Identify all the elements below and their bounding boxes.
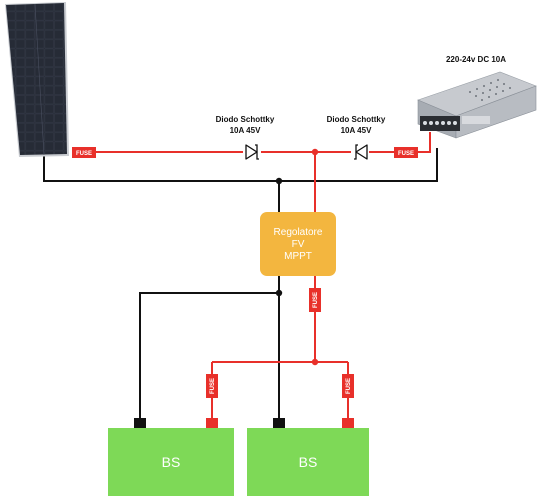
junction-dot [311,358,319,366]
junction-dot [275,177,283,185]
battery-1-positive-terminal [206,418,218,428]
power-supply: 220-24v DC 10A [417,55,537,139]
positive-wiring [72,132,431,420]
panel-negative-wire [43,148,438,182]
battery-2-label: BS [299,454,318,470]
psu-positive-wire [418,132,431,153]
diode-2-label-line2: 10A 45V [341,126,373,135]
battery1-negative-wire [139,292,279,420]
fuse-regulator-label: FUSE [313,292,319,308]
junction-dot [275,289,283,297]
fuse-power-supply: FUSE [394,147,418,158]
battery-2-negative-terminal [273,418,285,428]
fuse-panel-label: FUSE [76,151,92,157]
regulator-line2: FV [292,239,305,250]
schottky-diode-1: Diodo Schottky 10A 45V [216,115,275,160]
battery-2-positive-terminal [342,418,354,428]
regulator-line3: MPPT [284,251,312,262]
fuse-battery-1-label: FUSE [210,378,216,394]
diode-1-label-line2: 10A 45V [230,126,262,135]
battery-1: BS [108,418,234,496]
diode-2-label-line1: Diodo Schottky [327,115,386,124]
battery-1-label: BS [162,454,181,470]
fuse-battery-1: FUSE [206,374,218,398]
fuse-power-supply-label: FUSE [398,151,414,157]
power-supply-label: 220-24v DC 10A [446,55,506,64]
fuse-regulator-output: FUSE [309,288,321,312]
regulator-line1: Regolatore [274,227,323,238]
negative-wiring [43,148,438,420]
junction-dot [311,148,319,156]
mppt-regulator: Regolatore FV MPPT [260,212,336,276]
solar-panel [5,2,69,157]
fuse-battery-2: FUSE [342,374,354,398]
fuse-battery-2-label: FUSE [346,378,352,394]
battery-2: BS [247,418,369,496]
schottky-diode-2: Diodo Schottky 10A 45V [327,115,386,160]
fuse-panel: FUSE [72,147,96,158]
battery-1-negative-terminal [134,418,146,428]
diode-1-label-line1: Diodo Schottky [216,115,275,124]
